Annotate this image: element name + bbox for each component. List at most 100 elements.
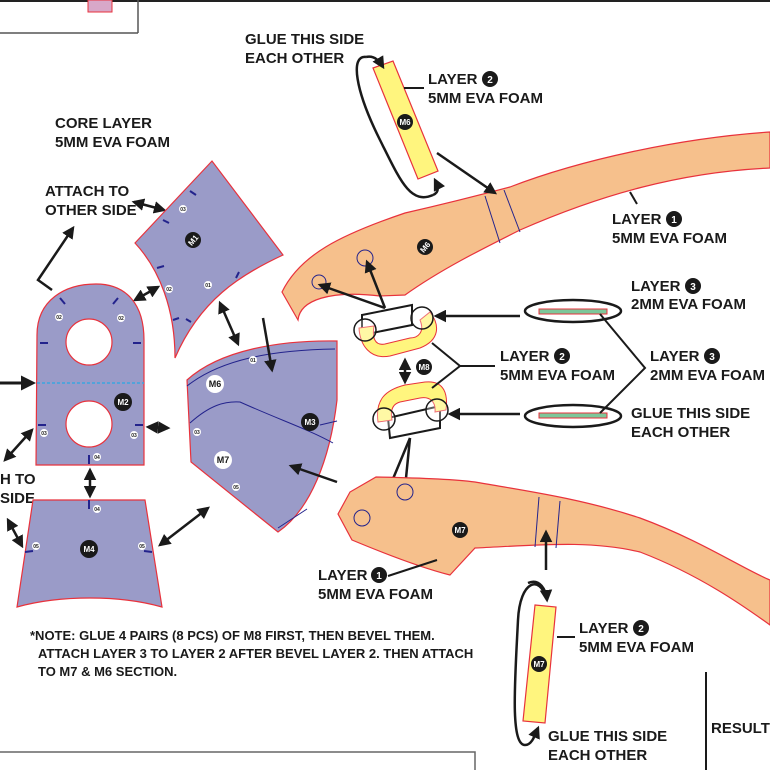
- layer2-top-label-2: 5MM EVA FOAM: [428, 90, 543, 107]
- corner-tab: [87, 0, 113, 13]
- layer-number-badge: [685, 278, 701, 294]
- note-line-1: *NOTE: GLUE 4 PAIRS (8 PCS) OF M8 FIRST,…: [30, 628, 435, 643]
- m7-core-label: M7: [217, 455, 230, 465]
- tip-box: [0, 751, 476, 770]
- match-mark: 04: [94, 507, 100, 513]
- layer-number-badge: [704, 348, 720, 364]
- layer-number: 2: [638, 624, 644, 635]
- piece-m2: M2 02 02 03 03 04: [35, 283, 145, 466]
- arrow: [36, 225, 75, 292]
- layer-number-badge: [554, 348, 570, 364]
- bracket-leader: [599, 313, 647, 414]
- m7-layer1-label: M7: [454, 526, 466, 535]
- piece-m4: M4 04 05 05: [16, 499, 163, 608]
- layer1-top-label-1: LAYER: [612, 211, 662, 228]
- piece-m6-layer1: M6: [281, 131, 770, 322]
- layer3-strip-top: [538, 308, 608, 315]
- arrow: [288, 463, 338, 484]
- glue-loop: [523, 298, 623, 324]
- note-line-2: ATTACH LAYER 3 TO LAYER 2 AFTER BEVEL LA…: [38, 646, 473, 661]
- layer3-b-label-2: 2MM EVA FOAM: [650, 367, 765, 384]
- piece-m7-layer1: M7: [337, 476, 770, 626]
- arrow: [317, 282, 386, 310]
- m6-core-label: M6: [209, 379, 222, 389]
- core-layer-label-1: CORE LAYER: [55, 115, 152, 132]
- double-arrow: [131, 198, 167, 214]
- match-mark: 01: [250, 358, 256, 364]
- piece-m7-layer2: M7: [522, 604, 557, 724]
- glue-loop: [355, 55, 434, 199]
- attach-left-label-1: H TO: [0, 471, 36, 488]
- core-layer-label-2: 5MM EVA FOAM: [55, 134, 170, 151]
- glue-mid-label-1: GLUE THIS SIDE: [631, 405, 750, 422]
- glue-bot-label-1: GLUE THIS SIDE: [548, 728, 667, 745]
- double-arrow: [158, 506, 210, 547]
- layer-number: 2: [487, 75, 493, 86]
- m3-label: M3: [304, 418, 316, 427]
- result-label: RESULT: [711, 720, 770, 737]
- piece-m1: M1 03 02 01: [134, 160, 284, 359]
- layer1-top-label-2: 5MM EVA FOAM: [612, 230, 727, 247]
- match-mark: 05: [33, 544, 39, 550]
- layer-number-badge: [633, 620, 649, 636]
- arrow: [436, 151, 498, 195]
- m4-label: M4: [83, 545, 95, 554]
- layer-number: 1: [671, 215, 677, 226]
- attach-left-label-2: SIDE: [0, 490, 35, 507]
- layer-number: 1: [376, 571, 382, 582]
- attach-other-label-2: OTHER SIDE: [45, 202, 137, 219]
- piece-m6-layer2: M6: [372, 60, 439, 180]
- match-mark: 02: [118, 316, 124, 322]
- layer2-mid-label-1: LAYER: [500, 348, 550, 365]
- layer-number: 3: [709, 352, 715, 363]
- layer2-bot-label-2: 5MM EVA FOAM: [579, 639, 694, 656]
- match-mark: 03: [180, 207, 186, 213]
- match-mark: 05: [233, 485, 239, 491]
- m2-hole-top: [65, 318, 113, 366]
- layer-number: 3: [690, 282, 696, 293]
- arrow: [261, 317, 277, 373]
- double-arrow: [145, 421, 171, 434]
- glue-bot-label-2: EACH OTHER: [548, 747, 647, 764]
- match-mark: 03: [131, 433, 137, 439]
- m2-hole-bottom: [65, 400, 113, 448]
- m6-layer2-label: M6: [399, 118, 411, 127]
- layer-number-badge: [482, 71, 498, 87]
- layer1-bot-label-1: LAYER: [318, 567, 368, 584]
- top-frame: [0, 0, 770, 34]
- note-line-3: TO M7 & M6 SECTION.: [38, 664, 177, 679]
- match-mark: 03: [41, 431, 47, 437]
- layer-number-badge: [371, 567, 387, 583]
- double-arrow: [6, 517, 24, 549]
- match-mark: 01: [205, 283, 211, 289]
- attach-other-label-1: ATTACH TO: [45, 183, 129, 200]
- layer3-strip-bottom: [538, 412, 608, 419]
- glue-top-label-2: EACH OTHER: [245, 50, 344, 67]
- layer-number-badge: [666, 211, 682, 227]
- bracket-leader: [431, 342, 462, 389]
- glue-top-label-1: GLUE THIS SIDE: [245, 31, 364, 48]
- double-arrow: [3, 428, 34, 462]
- match-mark: 02: [166, 287, 172, 293]
- piece-m3: M6 M7 M3 01 03 05: [186, 340, 338, 533]
- leader-line: [629, 191, 638, 205]
- m8-label: M8: [418, 363, 430, 372]
- piece-m8: M8: [353, 303, 449, 440]
- layer-number: 2: [559, 352, 565, 363]
- glue-loop: [513, 583, 548, 747]
- match-mark: 04: [94, 455, 100, 461]
- double-arrow: [218, 300, 240, 347]
- layer3-a-label-2: 2MM EVA FOAM: [631, 296, 746, 313]
- arrow: [364, 259, 387, 309]
- leader-line: [387, 559, 438, 577]
- layer2-top-label-1: LAYER: [428, 71, 478, 88]
- double-arrow: [132, 285, 161, 302]
- layer2-bot-label-1: LAYER: [579, 620, 629, 637]
- match-mark: 05: [139, 544, 145, 550]
- match-mark: 03: [194, 430, 200, 436]
- layer3-a-label-1: LAYER: [631, 278, 681, 295]
- layer1-bot-label-2: 5MM EVA FOAM: [318, 586, 433, 603]
- layer3-b-label-1: LAYER: [650, 348, 700, 365]
- m2-label: M2: [117, 398, 129, 407]
